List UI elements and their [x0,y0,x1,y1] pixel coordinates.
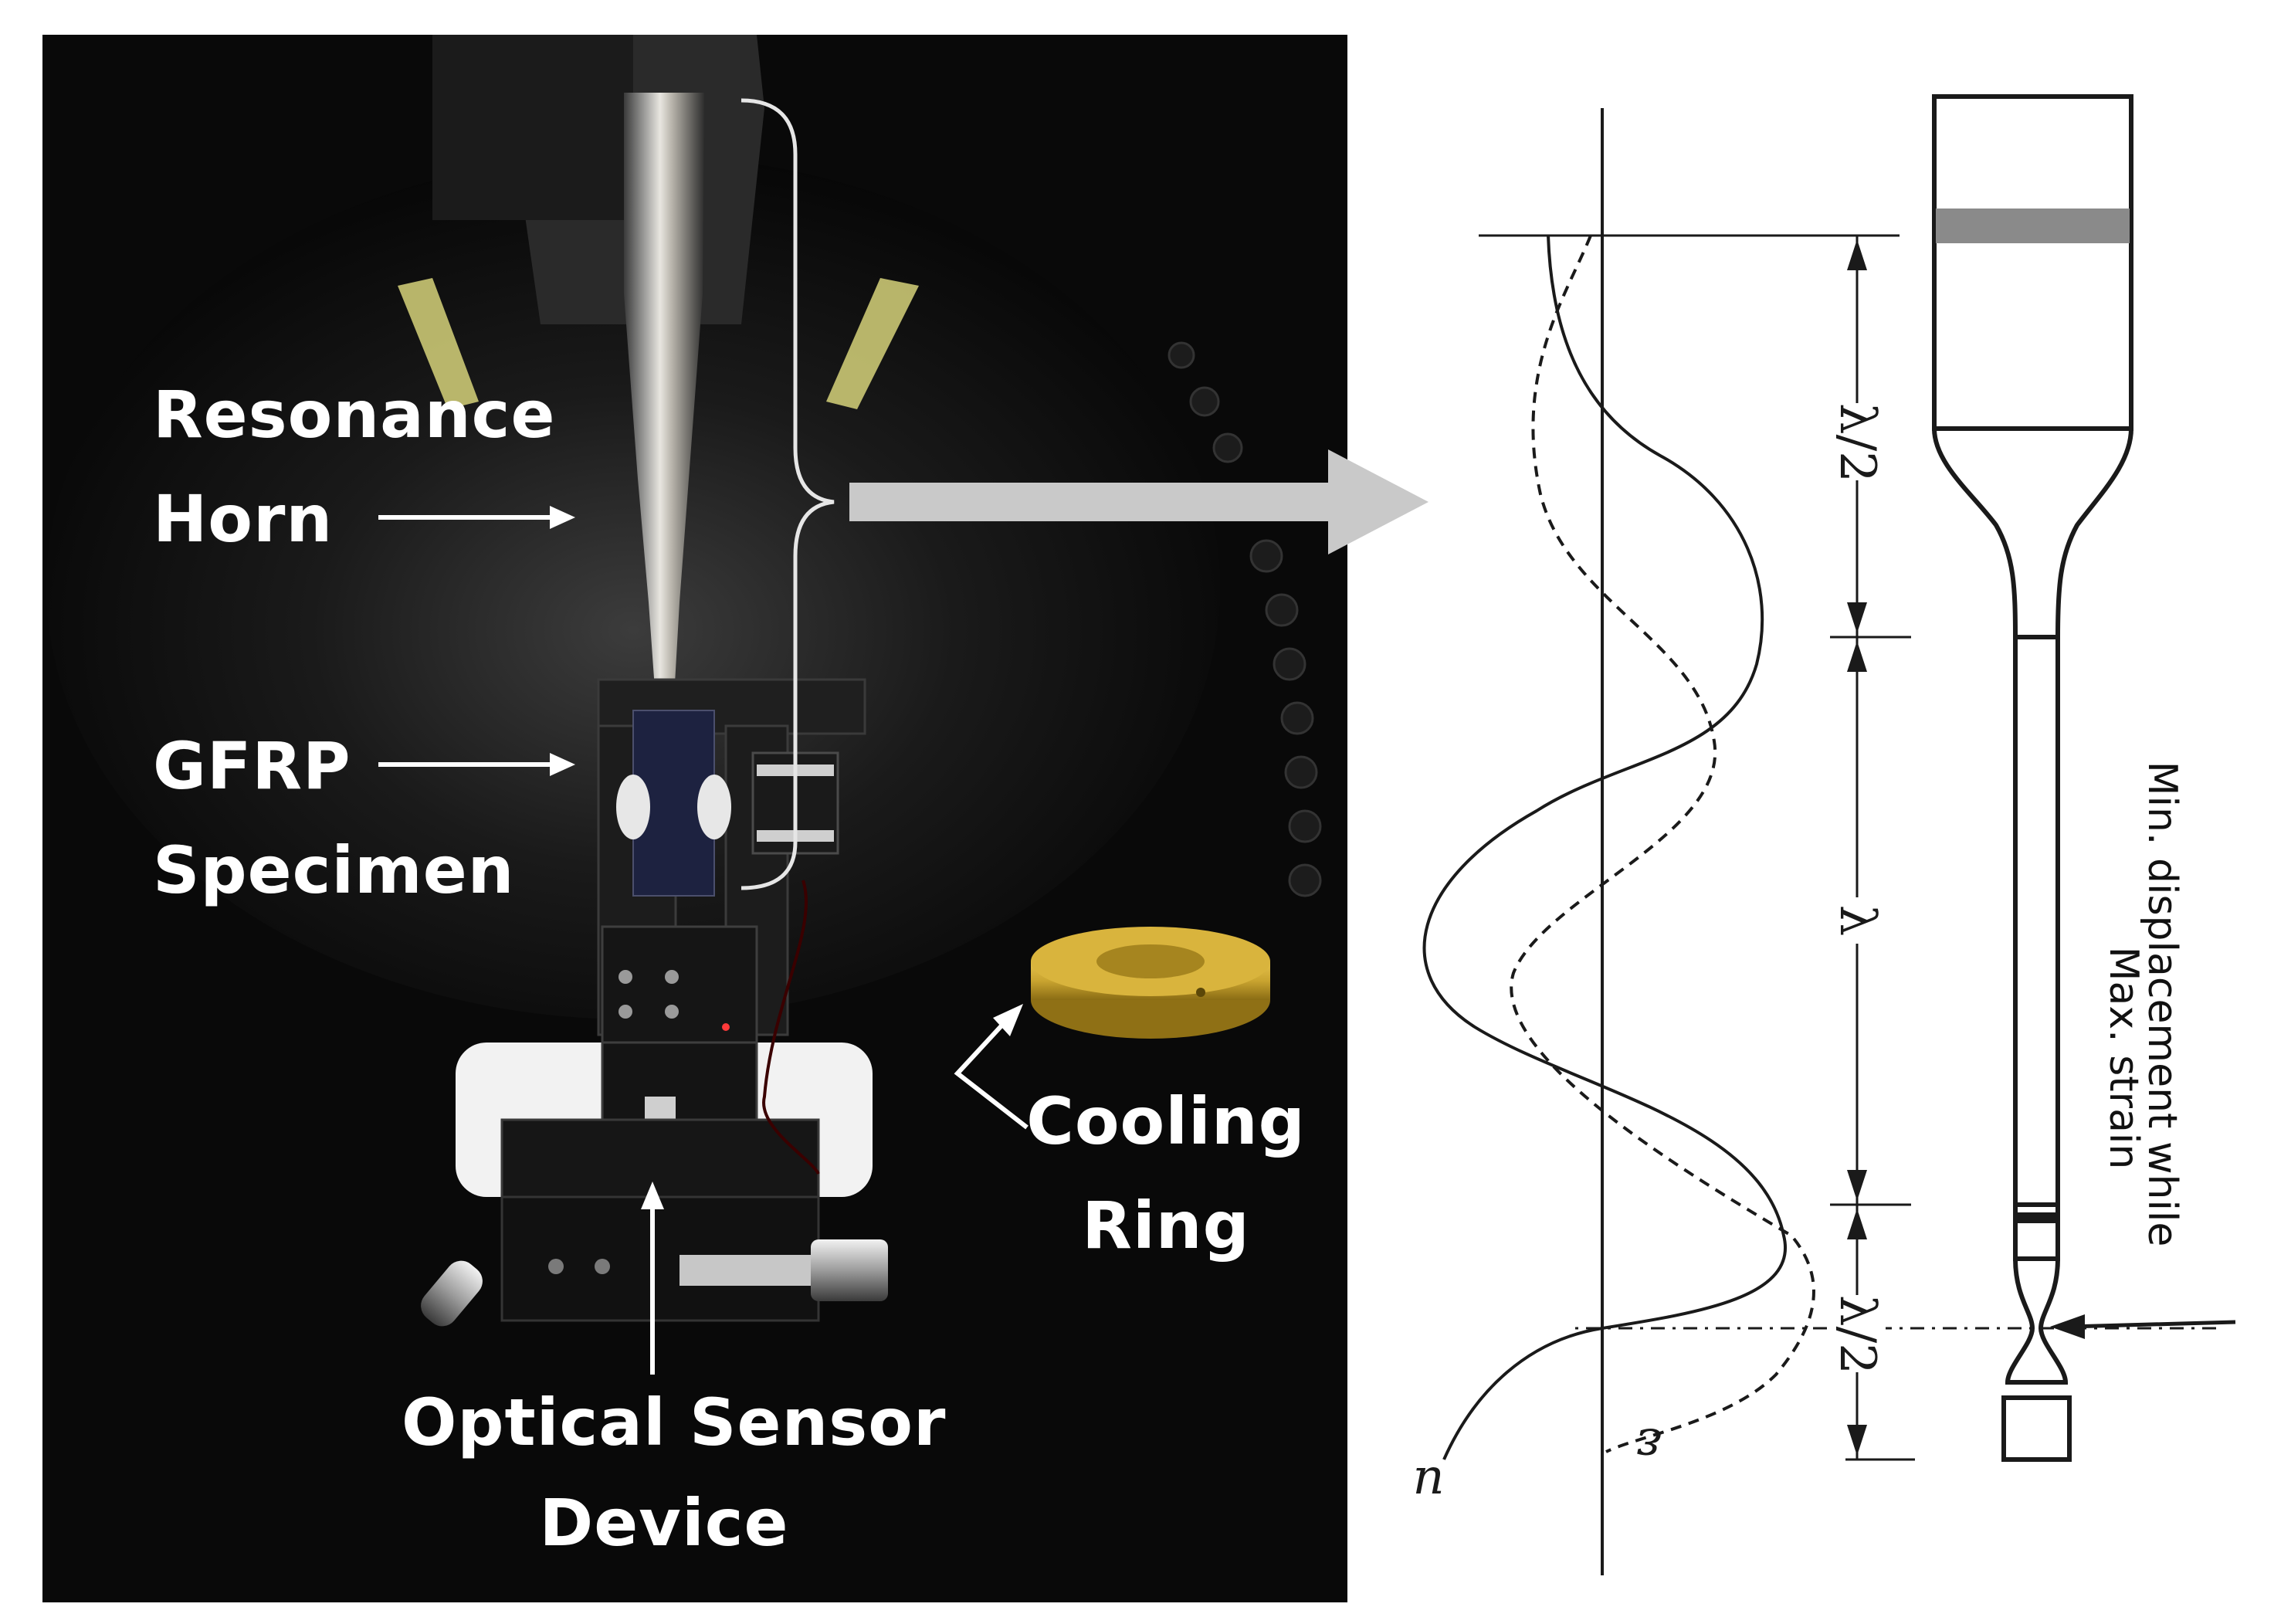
max-strain-note: Max. strain [2100,946,2147,1170]
resonance-horn-label-line1: Resonance [153,377,556,453]
clamp-block [601,925,758,1044]
gfrp-specimen-label-line1: GFRP [153,728,351,804]
gfrp-specimen-label-line2: Specimen [153,832,515,908]
photo-annotation-arrows [378,506,1029,1375]
specimen-outline [1932,94,2133,1462]
horn-bracket [741,98,835,890]
min-displacement-arrow [2069,1320,2236,1329]
displacement-curve [1422,235,1787,1460]
zoom-arrow [849,449,1428,554]
resonance-horn-label-line2: Horn [153,481,334,557]
displacement-curve-label: u [1412,1456,1445,1513]
light-glow [46,154,1220,1019]
right-lamp [826,278,919,409]
optical-sensor-label-line1: Optical Sensor [402,1385,947,1460]
wavelength-label: λ [1828,897,1886,944]
half-wavelength-bottom-label: λ/2 [1828,1295,1886,1375]
cooling-ring-label-line1: Cooling [1026,1083,1306,1159]
cooling-ring-label-line2: Ring [1082,1188,1250,1263]
resonance-horn [624,93,704,710]
strain-curve [1510,235,1815,1453]
left-lamp [398,278,479,409]
micrometer [680,1255,811,1286]
optical-sensor-label-line2: Device [539,1485,789,1561]
vibration-schematic [1422,94,2236,1575]
grip-band [1936,209,2130,243]
half-wavelength-top-label: λ/2 [1828,403,1886,483]
strain-curve-label: ε [1635,1417,1662,1474]
